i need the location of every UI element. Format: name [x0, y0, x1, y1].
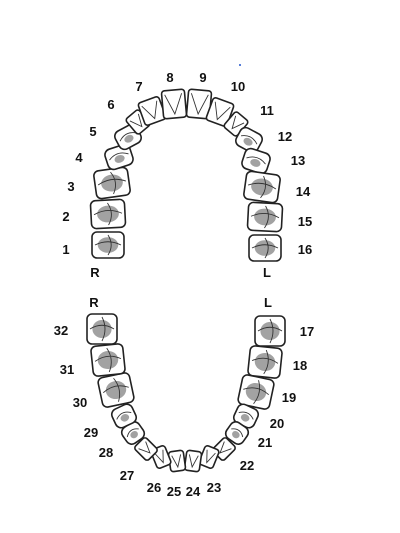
tooth-15	[246, 201, 284, 233]
tooth-4	[104, 143, 134, 171]
tooth-17	[254, 315, 286, 347]
tooth-label-19: 19	[282, 390, 296, 405]
tooth-label-25: 25	[167, 484, 181, 499]
tooth-label-15: 15	[298, 214, 312, 229]
tooth-25	[167, 449, 187, 473]
tooth-label-32: 32	[54, 323, 68, 338]
tooth-10	[205, 97, 235, 127]
tooth-label-16: 16	[298, 242, 312, 257]
lower-arch-teeth	[86, 313, 286, 473]
tooth-32	[86, 313, 118, 345]
tooth-14	[243, 170, 281, 204]
tooth-12	[235, 126, 263, 154]
tooth-label-28: 28	[99, 445, 113, 460]
tooth-label-2: 2	[62, 209, 69, 224]
tooth-21	[224, 421, 250, 445]
tooth-label-31: 31	[60, 362, 74, 377]
tooth-label-17: 17	[300, 324, 314, 339]
upper-arch-labels: 1 2 3 4 5 6 7 8 9 10 11 12 13 14 15 16 R…	[62, 70, 312, 280]
tooth-24	[183, 449, 203, 473]
tooth-label-13: 13	[291, 153, 305, 168]
tooth-19	[237, 374, 275, 410]
lower-right-side-label: R	[89, 295, 99, 310]
tooth-label-12: 12	[278, 129, 292, 144]
lower-left-side-label: L	[264, 295, 272, 310]
upper-left-side-label: L	[263, 265, 271, 280]
tooth-label-8: 8	[166, 70, 173, 85]
tooth-31	[90, 343, 126, 377]
tooth-label-18: 18	[293, 358, 307, 373]
tooth-label-27: 27	[120, 468, 134, 483]
tooth-label-26: 26	[147, 480, 161, 495]
tooth-label-5: 5	[89, 124, 96, 139]
tooth-label-23: 23	[207, 480, 221, 495]
tooth-1	[91, 231, 125, 259]
tooth-27	[134, 437, 158, 461]
tooth-13	[241, 147, 271, 175]
tooth-label-20: 20	[270, 416, 284, 431]
tooth-label-22: 22	[240, 458, 254, 473]
tooth-3	[93, 166, 131, 200]
tooth-30	[97, 372, 135, 408]
lower-arch-labels: R L 17 18 19 20 21 22 23 24 25 26 27 28 …	[54, 295, 314, 499]
tooth-16	[248, 234, 282, 262]
tooth-label-4: 4	[75, 150, 83, 165]
tooth-label-29: 29	[84, 425, 98, 440]
tooth-18	[247, 345, 283, 379]
tooth-label-10: 10	[231, 79, 245, 94]
tooth-29	[110, 403, 138, 429]
tooth-label-21: 21	[258, 435, 272, 450]
tooth-label-14: 14	[296, 184, 311, 199]
tooth-label-30: 30	[73, 395, 87, 410]
blue-dot-mark	[239, 64, 241, 66]
tooth-2	[89, 198, 127, 230]
tooth-label-9: 9	[199, 70, 206, 85]
tooth-label-7: 7	[135, 79, 142, 94]
tooth-label-3: 3	[67, 179, 74, 194]
tooth-label-1: 1	[62, 242, 69, 257]
tooth-label-24: 24	[186, 484, 201, 499]
tooth-8	[160, 88, 188, 120]
upper-right-side-label: R	[90, 265, 100, 280]
tooth-label-6: 6	[107, 97, 114, 112]
tooth-label-11: 11	[260, 103, 274, 118]
upper-arch-teeth	[89, 88, 284, 262]
